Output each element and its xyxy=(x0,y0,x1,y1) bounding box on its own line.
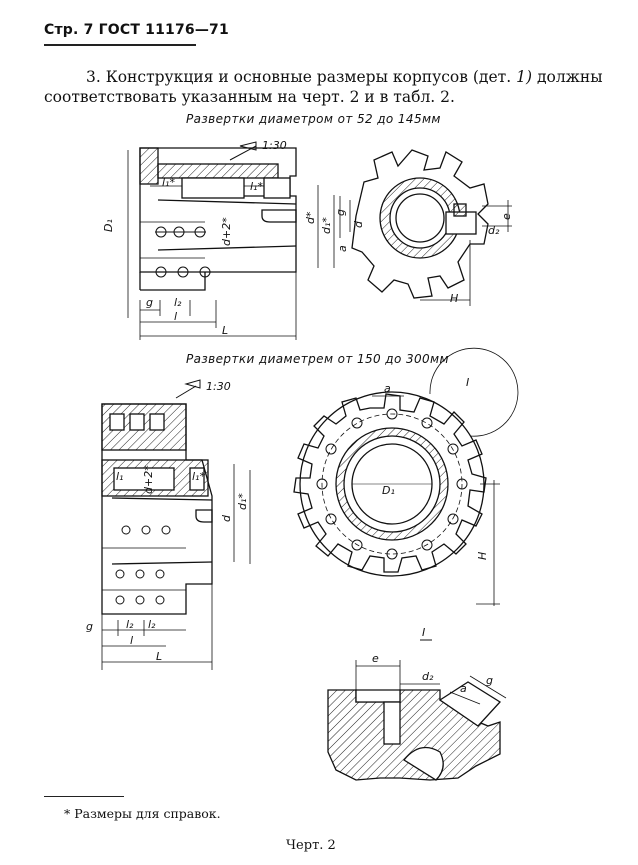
label-H-front-top: H xyxy=(450,292,458,305)
label-g-bottom: g xyxy=(86,620,93,633)
paragraph-3: 3. Конструкция и основные размеры корпус… xyxy=(44,67,604,107)
paragraph-text-before: Конструкция и основные размеры корпусов … xyxy=(100,68,517,86)
label-d-star-top: d* xyxy=(304,211,317,224)
label-D1-top: D₁ xyxy=(102,219,115,232)
label-l1-bottom: l₁ xyxy=(116,470,123,483)
label-d-bottom: d xyxy=(220,514,233,522)
label-a-front-top: a xyxy=(336,245,349,252)
label-l2-top: l₂ xyxy=(174,296,182,309)
detail-title: I xyxy=(422,626,425,639)
label-e-detail: e xyxy=(372,652,379,665)
label-l2-bottom-a: l₂ xyxy=(126,618,134,631)
label-l1-star-bottom: l₁* xyxy=(192,470,205,483)
label-l1-star-top-a: l₁* xyxy=(162,176,175,189)
label-g-top: g xyxy=(146,296,153,309)
detail-view xyxy=(327,660,507,781)
label-a-detail: a xyxy=(460,682,467,695)
bottom-taper-label: 1:30 xyxy=(206,380,231,393)
label-d2-front-top: d₂ xyxy=(488,224,500,237)
bottom-front-view xyxy=(293,347,519,606)
label-l-bottom: l xyxy=(130,634,133,647)
footnote-rule xyxy=(44,796,124,797)
label-D1-bottom: D₁ xyxy=(382,484,395,497)
label-d1-star-top: d₁* xyxy=(320,217,333,234)
caption-top-figure: Развертки диаметром от 52 до 145мм xyxy=(186,112,441,126)
caption-bottom-figure: Развертки диаметрем от 150 до 300мм xyxy=(186,352,449,366)
label-d-front-top: d xyxy=(352,220,365,228)
part-reference: 1) xyxy=(516,68,533,86)
paragraph-number: 3. xyxy=(86,68,101,86)
label-L-top: L xyxy=(222,324,228,337)
figure-number: Черт. 2 xyxy=(286,838,336,853)
label-L-bottom: L xyxy=(156,650,162,663)
label-g-detail: g xyxy=(486,674,493,687)
top-front-view xyxy=(339,149,512,306)
top-taper-label: 1:30 xyxy=(262,139,287,152)
label-l-top: l xyxy=(174,310,177,323)
label-d-plus-2-top: d+2* xyxy=(220,217,233,246)
label-I-bottom: I xyxy=(466,376,469,389)
paragraph-text-after: должны соответствовать указанным на черт… xyxy=(44,68,603,106)
page-header: Стр. 7 ГОСТ 11176—71 xyxy=(44,22,229,38)
label-g-front-top: g xyxy=(334,209,347,216)
label-d-plus-2-bottom: d+2* xyxy=(142,465,155,494)
label-l2-bottom-b: l₂ xyxy=(148,618,156,631)
footnote: * Размеры для справок. xyxy=(64,806,221,821)
label-e-front-top: e xyxy=(500,213,513,220)
label-d1-star-bottom: d₁* xyxy=(236,493,249,510)
label-a-bottom: a xyxy=(384,382,391,395)
label-l1-star-top-b: l₁* xyxy=(250,180,263,193)
top-side-view xyxy=(127,141,335,340)
label-d2-detail: d₂ xyxy=(422,670,434,683)
label-H-bottom: H xyxy=(476,552,489,560)
bottom-side-view xyxy=(101,379,251,670)
header-rule xyxy=(44,44,196,46)
